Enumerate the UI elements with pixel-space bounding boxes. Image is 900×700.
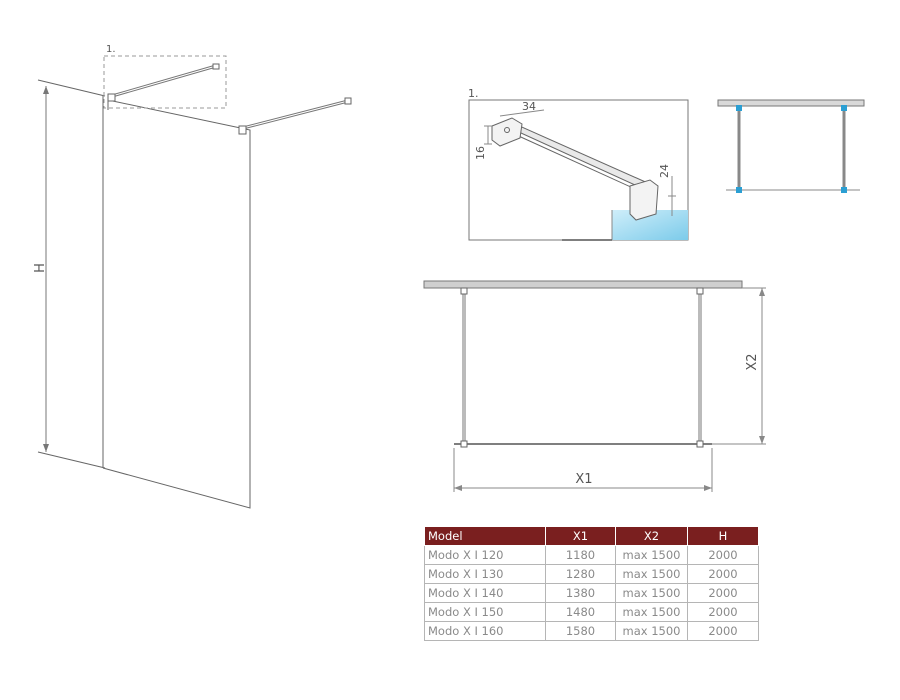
header-h: H: [687, 526, 759, 546]
cell-x1: 1380: [545, 583, 616, 603]
isometric-view: [37, 55, 352, 509]
detail-highlight-box: [103, 55, 227, 109]
cell-x2: max 1500: [615, 583, 688, 603]
bracket-detail-view: [468, 99, 689, 241]
table-header-row: Model X1 X2 H: [424, 526, 759, 546]
fitting-bottom-left: [736, 187, 742, 193]
header-x1: X1: [545, 526, 616, 546]
plan-view: [423, 280, 766, 492]
dimension-24-label: 24: [658, 164, 671, 178]
glass-detail: [612, 210, 688, 240]
height-dimension-label: H: [33, 263, 48, 273]
cell-h: 2000: [687, 564, 759, 584]
cell-model: Modo X I 120: [424, 545, 546, 565]
table-row: Modo X I 120 1180 max 1500 2000: [424, 545, 759, 565]
cell-x2: max 1500: [615, 545, 688, 565]
cell-x1: 1580: [545, 621, 616, 641]
fitting-top-right: [841, 105, 847, 111]
cell-h: 2000: [687, 621, 759, 641]
cell-x1: 1280: [545, 564, 616, 584]
width-x1-label: X1: [575, 472, 592, 487]
cell-model: Modo X I 150: [424, 602, 546, 622]
table-row: Modo X I 140 1380 max 1500 2000: [424, 583, 759, 603]
cell-x1: 1480: [545, 602, 616, 622]
fitting-top-left: [736, 105, 742, 111]
cell-h: 2000: [687, 545, 759, 565]
glass-clamp: [629, 179, 659, 221]
cell-model: Modo X I 160: [424, 621, 546, 641]
header-x2: X2: [615, 526, 688, 546]
cell-x2: max 1500: [615, 602, 688, 622]
cell-h: 2000: [687, 602, 759, 622]
table-row: Modo X I 130 1280 max 1500 2000: [424, 564, 759, 584]
header-model: Model: [424, 526, 546, 546]
detail-title-label: 1.: [468, 87, 479, 100]
stabilizer-rod: [509, 123, 651, 191]
table-row: Modo X I 160 1580 max 1500 2000: [424, 621, 759, 641]
cell-model: Modo X I 140: [424, 583, 546, 603]
dimension-16-label: 16: [474, 146, 487, 160]
dimension-34-label: 34: [522, 100, 536, 113]
fitting-bottom-right: [841, 187, 847, 193]
detail-marker-label: 1.: [106, 44, 116, 55]
cell-model: Modo X I 130: [424, 564, 546, 584]
table-row: Modo X I 150 1480 max 1500 2000: [424, 602, 759, 622]
glass-panel-outline: [102, 99, 251, 509]
cell-x1: 1180: [545, 545, 616, 565]
model-spec-table: Model X1 X2 H Modo X I 120 1180 max 1500…: [424, 526, 759, 641]
front-elevation-view: [717, 99, 865, 193]
depth-x2-label: X2: [745, 353, 760, 370]
cell-h: 2000: [687, 583, 759, 603]
cell-x2: max 1500: [615, 564, 688, 584]
cell-x2: max 1500: [615, 621, 688, 641]
